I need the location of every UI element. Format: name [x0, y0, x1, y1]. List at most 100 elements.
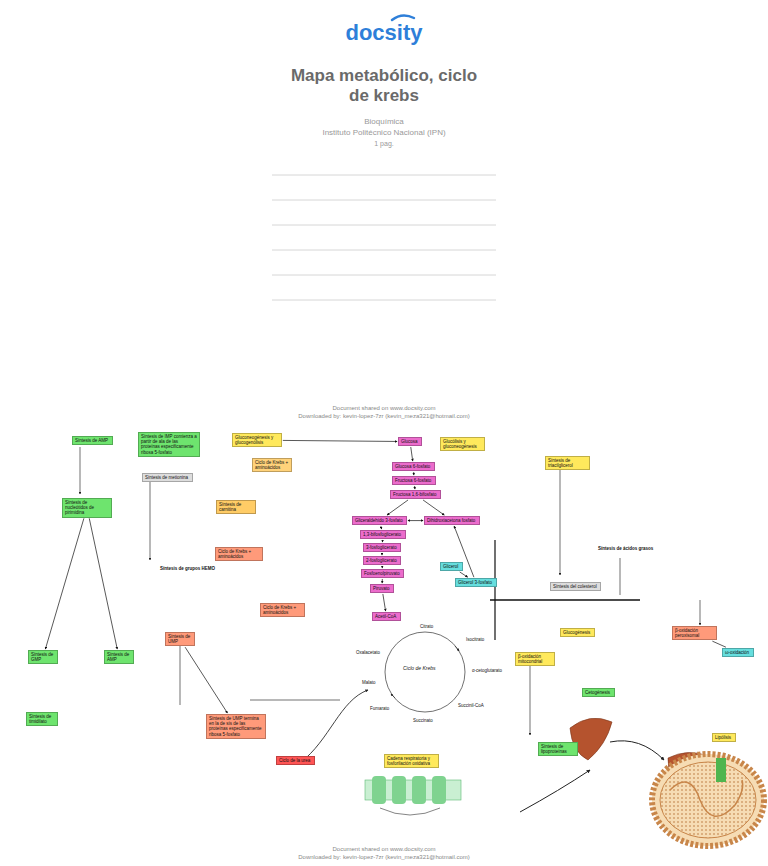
node-text: Síntesis de lipoproteínas	[541, 744, 575, 754]
metabolite-box: Fructosa 6-fosfato	[392, 476, 436, 485]
pathway-arrow	[712, 641, 726, 647]
node-text: Glucólisis y gluconeogénesis	[443, 439, 482, 449]
pathway-arrow	[382, 579, 383, 583]
pathway-lines	[610, 741, 664, 760]
metabolite-label: Succinato	[413, 718, 433, 723]
pathway-arrow	[382, 540, 383, 542]
pathway-arrow	[382, 553, 383, 555]
node-text: Fructosa 1,6-bifosfato	[393, 492, 438, 497]
node-text: Síntesis de metionina	[145, 475, 190, 480]
section-box: ω-oxidación	[722, 648, 754, 657]
section-box: Cetogénesis	[582, 688, 615, 697]
node-text: Glicerol 3-fosfato	[458, 580, 494, 585]
section-box: Ciclo de Krebs + aminoácidos	[252, 458, 292, 472]
node-text: Glucosa 6-fosfato	[395, 464, 432, 469]
metabolite-box: Piruvato	[370, 584, 394, 593]
watermark: Downloaded by: kevin-lopez-7zr (kevin_me…	[0, 854, 768, 861]
pathway-arrow	[460, 572, 468, 577]
section-box: Ciclo de Krebs + aminoácidos	[215, 547, 263, 561]
process-box: Síntesis de UMP	[165, 632, 195, 646]
metabolite-label: Isocitrato	[466, 637, 484, 642]
pathway-arrow	[185, 647, 227, 713]
node-text: Síntesis del colesterol	[553, 584, 598, 589]
metabolite-label: Oxalacetato	[356, 650, 380, 655]
metabolite-box: Fructosa 1,6-bifosfato	[390, 490, 441, 499]
node-text: 3-fosfoglicerato	[366, 545, 398, 550]
pathway-lines	[80, 447, 700, 763]
node-text: Acetil-CoA	[375, 614, 398, 619]
node-text: Síntesis de GMP	[31, 652, 55, 662]
section-box: Síntesis de carnitina	[216, 500, 256, 514]
node-text: 2-fosfoglicerato	[366, 558, 398, 563]
node-text: Síntesis de UMP termina en la de sís de …	[209, 716, 263, 737]
section-box: Ciclo de la urea	[276, 756, 315, 765]
node-text: Lipólisis	[715, 735, 733, 740]
respiratory-chain	[365, 776, 461, 815]
krebs-arrow	[455, 646, 459, 651]
pathway-arrow	[414, 486, 415, 489]
process-box: Síntesis de AMP	[104, 650, 134, 664]
pathway-arrow	[89, 518, 117, 649]
section-box: β-oxidación mitocondrial	[515, 652, 555, 666]
metabolite-box: Fosfoenolpiruvato	[361, 569, 404, 578]
note-box: Síntesis de UMP termina en la de sís de …	[206, 714, 266, 739]
metabolite-box: Gliceraldehído 3-fosfato	[352, 516, 407, 525]
header-text: 1 pag.	[0, 140, 768, 148]
note-box: Síntesis de IMP comienza a partir de ala…	[138, 432, 200, 457]
process-box: Síntesis de GMP	[28, 650, 58, 664]
metabolite-box: 3-fosfoglicerato	[363, 543, 401, 552]
pathway-arrow	[380, 526, 382, 529]
metabolite-label: Succinil-CoA	[458, 703, 484, 708]
section-heading: Síntesis de grupos HEMO	[160, 566, 215, 571]
node-text: Síntesis de AMP	[75, 438, 110, 443]
node-text: Síntesis de IMP comienza a partir de ala…	[141, 434, 197, 455]
metabolite-box: 1,3-bifosfoglicerato	[360, 530, 406, 539]
watermark: Document shared on www.docsity.com	[0, 846, 768, 853]
pathway-arrow	[45, 518, 84, 649]
node-text: ω-oxidación	[725, 650, 751, 655]
section-box: Síntesis de lipoproteínas	[538, 742, 578, 756]
node-text: Glucosa	[401, 439, 419, 444]
section-box: Lipólisis	[712, 733, 736, 742]
pathway-arrow	[423, 500, 444, 515]
node-text: Síntesis de nucleótidos de pirimidina	[65, 500, 109, 516]
node-text: β-oxidación mitocondrial	[518, 654, 552, 664]
watermark: Downloaded by: kevin-lopez-7zr (kevin_me…	[0, 413, 768, 420]
metabolite-box: Dihidroxiacetona fosfato	[424, 516, 480, 525]
metabolite-box: 2-fosfoglicerato	[363, 556, 401, 565]
cycle-label: Ciclo de Krebs	[403, 666, 436, 672]
pathway-arrow	[408, 520, 423, 521]
node-text: Glucogénesis	[563, 630, 592, 635]
section-box: Síntesis del colesterol	[550, 582, 601, 591]
metabolite-box: Glicerol	[440, 562, 463, 571]
page-title: Mapa metabólico, ciclo de krebs	[284, 66, 484, 105]
section-box: Gluconeogénesis y glucogenólisis	[232, 433, 282, 447]
form-lines	[272, 175, 496, 300]
node-text: Síntesis de UMP	[168, 634, 192, 644]
pathway-arrow	[283, 440, 397, 441]
node-text: Ciclo de Krebs + aminoácidos	[263, 605, 302, 615]
metabolite-label: Fumarato	[370, 706, 389, 711]
krebs-arrow	[391, 694, 395, 698]
metabolite-box: Glicerol 3-fosfato	[455, 578, 497, 587]
watermark: Document shared on www.docsity.com	[0, 405, 768, 412]
metabolite-label: Citrato	[420, 624, 433, 629]
node-text: Glicerol	[443, 564, 460, 569]
metabolite-label: Malato	[362, 680, 376, 685]
node-text: Ciclo de la urea	[279, 758, 312, 763]
process-box: Síntesis de AMP	[72, 436, 113, 445]
logo-text: docsity	[0, 20, 768, 45]
node-text: Síntesis de AMP	[107, 652, 131, 662]
node-text: Gliceraldehído 3-fosfato	[355, 518, 404, 523]
section-box: Glucogénesis	[560, 628, 595, 637]
section-box: Cadena respiratoria y fosforilación oxid…	[384, 754, 439, 768]
node-text: Fructosa 6-fosfato	[395, 478, 433, 483]
node-text: Síntesis de triacilglicerol	[548, 458, 587, 468]
node-text: 1,3-bifosfoglicerato	[363, 532, 403, 537]
node-text: Síntesis de timidilato	[29, 714, 55, 724]
pathway-arrow	[382, 566, 383, 568]
node-text: Ciclo de Krebs + aminoácidos	[255, 460, 289, 470]
section-box: Síntesis de triacilglicerol	[545, 456, 590, 470]
krebs-circle	[385, 632, 465, 712]
node-text: Cadena respiratoria y fosforilación oxid…	[387, 756, 436, 766]
